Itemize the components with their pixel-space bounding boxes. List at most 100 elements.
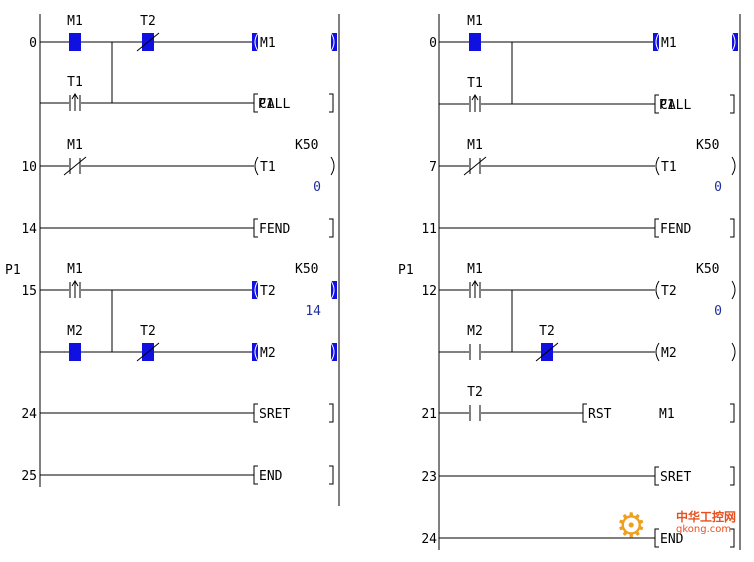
watermark: ⚙ 中华工控网 gkong.com [612,505,752,555]
coil-name: T2 [661,284,677,299]
contact-t2: T2 [136,14,160,52]
contact-pulse-arrowhead [71,93,79,100]
coil-paren-right [731,280,736,300]
instr-operand: P1 [659,98,675,113]
step-number: 15 [21,284,37,299]
step-number: 0 [29,36,37,51]
contact-label: M1 [467,14,483,29]
instr-bracket-left [582,403,587,423]
contact-active-block [469,33,481,51]
instr-bracket-left [253,218,258,238]
instr-bracket-left [253,403,258,423]
contact-m2: M2 [67,324,83,361]
pointer-label: P1 [5,263,21,278]
contact-slash [63,156,87,176]
instr-bracket-right [329,465,334,485]
instr-name: FEND [259,222,290,237]
coil-name: T1 [661,160,677,175]
contact-label: T2 [140,324,156,339]
coil-paren-left [655,32,660,52]
coil-rst: RST M1 [582,403,735,423]
instr-name: CALL [259,97,290,112]
contact-label: T1 [67,75,83,90]
contact-m2: M2 [467,324,483,360]
timer-setpoint: K50 [696,262,719,277]
instr-name: FEND [660,222,691,237]
rung: 24 END [421,528,735,548]
contact-t2: T2 [535,324,559,362]
contact-label: T2 [467,385,483,400]
coil-fend: FEND [253,218,334,238]
instr-operand: P1 [258,97,274,112]
timer-current-value: 14 [305,304,321,319]
contact-active-block [69,343,81,361]
contact-t2: T2 [136,324,160,362]
instr-bracket-right [329,218,334,238]
instr-name: END [660,532,684,547]
coil-end: END [654,528,735,548]
coil-m2: M2 [252,342,337,362]
contact-pulse-arrowhead [471,94,479,101]
coil-sret: SRET [654,466,735,486]
coil-end: END [253,465,334,485]
timer-setpoint: K50 [295,262,318,277]
rung: 23 SRET [421,466,735,486]
step-number: 24 [421,532,437,547]
instr-bracket-right [730,528,735,548]
step-number: 7 [429,160,437,175]
coil-paren-right [330,280,335,300]
coil-name: M2 [260,346,276,361]
coil-paren-left [254,32,259,52]
instr-bracket-right [730,218,735,238]
instr-name: RST [588,407,612,422]
contact-label: M2 [467,324,483,339]
contact-t2: T2 [467,385,483,421]
coil-paren-left [254,280,259,300]
instr-bracket-left [654,218,659,238]
contact-slash [535,342,559,362]
step-number: 23 [421,470,437,485]
coil-m1: M1 [252,32,337,52]
contact-m1: M1 [67,262,83,298]
instr-name: SRET [259,407,290,422]
contact-m1: M1 [467,262,483,298]
coil-paren-left [254,156,259,176]
instr-bracket-left [654,466,659,486]
coil-m1: M1 [653,32,738,52]
coil-paren-right [330,32,335,52]
contact-slash [136,32,160,52]
coil-paren-left [254,342,259,362]
contact-label: M1 [467,138,483,153]
instr-bracket-right [730,94,735,114]
contact-label: M1 [67,262,83,277]
timer-current-value: 0 [313,180,321,195]
instr-bracket-right [329,403,334,423]
instr-operand: M1 [659,407,675,422]
instr-bracket-right [730,466,735,486]
step-number: 10 [21,160,37,175]
coil-name: M1 [260,36,276,51]
step-number: 0 [429,36,437,51]
contact-label: M2 [67,324,83,339]
coil-paren-right [731,32,736,52]
step-number: 11 [421,222,437,237]
contact-label: M1 [467,262,483,277]
coil-name: M2 [661,346,677,361]
instr-bracket-left [253,93,258,113]
